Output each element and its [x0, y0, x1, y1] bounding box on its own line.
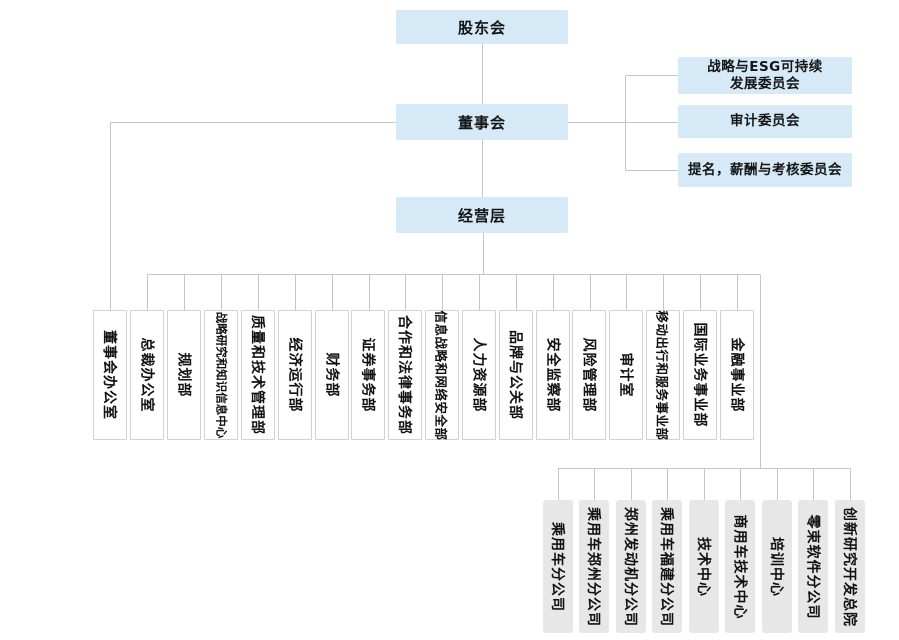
department-box: 人力资源部	[462, 310, 496, 440]
department-box: 风险管理部	[572, 310, 606, 440]
department-box: 质量和技术管理部	[241, 310, 275, 440]
subsidiary-box: 商用车技术中心	[725, 500, 755, 633]
department-box: 总裁办公室	[130, 310, 164, 440]
department-box: 品牌与公关部	[499, 310, 533, 440]
department-label: 信息战略和网络安全部	[433, 309, 449, 441]
subsidiary-box: 创新研究开发总院	[835, 500, 865, 633]
subsidiary-label: 零束软件分公司	[804, 514, 820, 619]
subsidiary-label: 乘用车福建分公司	[658, 506, 674, 627]
department-box: 审计室	[609, 310, 643, 440]
committee-strategy-esg: 战略与ESG可持续 发展委员会	[678, 57, 852, 94]
subsidiary-box: 技术中心	[689, 500, 719, 633]
department-label: 合作和法律事务部	[396, 315, 412, 435]
department-label: 质量和技术管理部	[249, 315, 265, 435]
committee-label-line: 审计委员会	[730, 113, 800, 130]
node-management-layer: 经营层	[396, 197, 568, 233]
department-label: 规划部	[175, 352, 191, 398]
department-box: 战略研究和知识信息中心	[204, 310, 238, 440]
committee-audit: 审计委员会	[678, 105, 852, 138]
subsidiary-box: 乘用车福建分公司	[652, 500, 682, 633]
department-box: 财务部	[315, 310, 349, 440]
department-box: 证券事务部	[351, 310, 385, 440]
department-label: 人力资源部	[470, 337, 486, 413]
department-label: 战略研究和知识信息中心	[214, 311, 228, 439]
department-label: 金融事业部	[728, 337, 744, 413]
department-box: 国际业务事业部	[683, 310, 717, 440]
committee-nomination-remuneration: 提名，薪酬与考核委员会	[678, 153, 852, 187]
department-label: 经济运行部	[286, 337, 302, 413]
subsidiary-label: 创新研究开发总院	[841, 506, 857, 627]
department-box: 移动出行和服务事业部	[646, 310, 680, 440]
department-label: 财务部	[323, 352, 339, 398]
subsidiary-label: 培训中心	[768, 536, 784, 597]
subsidiary-label: 乘用车郑州分公司	[585, 506, 601, 627]
subsidiary-box: 培训中心	[762, 500, 792, 633]
department-label: 国际业务事业部	[691, 322, 707, 428]
committee-label-line: 提名，薪酬与考核委员会	[688, 161, 842, 178]
subsidiary-label: 乘用车分公司	[549, 521, 565, 612]
department-box: 合作和法律事务部	[388, 310, 422, 440]
department-label: 品牌与公关部	[507, 330, 523, 420]
department-box: 安全监察部	[536, 310, 570, 440]
committee-label-line: 发展委员会	[730, 75, 800, 92]
subsidiary-label: 技术中心	[695, 536, 711, 597]
subsidiary-box: 乘用车郑州分公司	[579, 500, 609, 633]
department-label: 审计室	[617, 352, 633, 398]
department-label: 风险管理部	[580, 337, 596, 413]
department-label: 移动出行和服务事业部	[654, 309, 670, 441]
department-label: 安全监察部	[544, 337, 560, 413]
subsidiary-box: 郑州发动机分公司	[616, 500, 646, 633]
subsidiary-label: 郑州发动机分公司	[622, 506, 638, 627]
subsidiary-label: 商用车技术中心	[731, 514, 747, 619]
department-label: 董事会办公室	[101, 330, 117, 420]
subsidiary-box: 乘用车分公司	[543, 500, 573, 633]
department-box: 金融事业部	[720, 310, 754, 440]
committee-label-line: 战略与ESG可持续	[707, 58, 823, 75]
department-box: 信息战略和网络安全部	[425, 310, 459, 440]
department-box: 董事会办公室	[93, 310, 127, 440]
subsidiary-box: 零束软件分公司	[798, 500, 828, 633]
department-label: 总裁办公室	[138, 337, 154, 413]
department-box: 规划部	[167, 310, 201, 440]
department-label: 证券事务部	[359, 337, 375, 413]
department-box: 经济运行部	[278, 310, 312, 440]
node-shareholders-meeting: 股东会	[396, 10, 568, 44]
node-board-of-directors: 董事会	[396, 104, 568, 140]
